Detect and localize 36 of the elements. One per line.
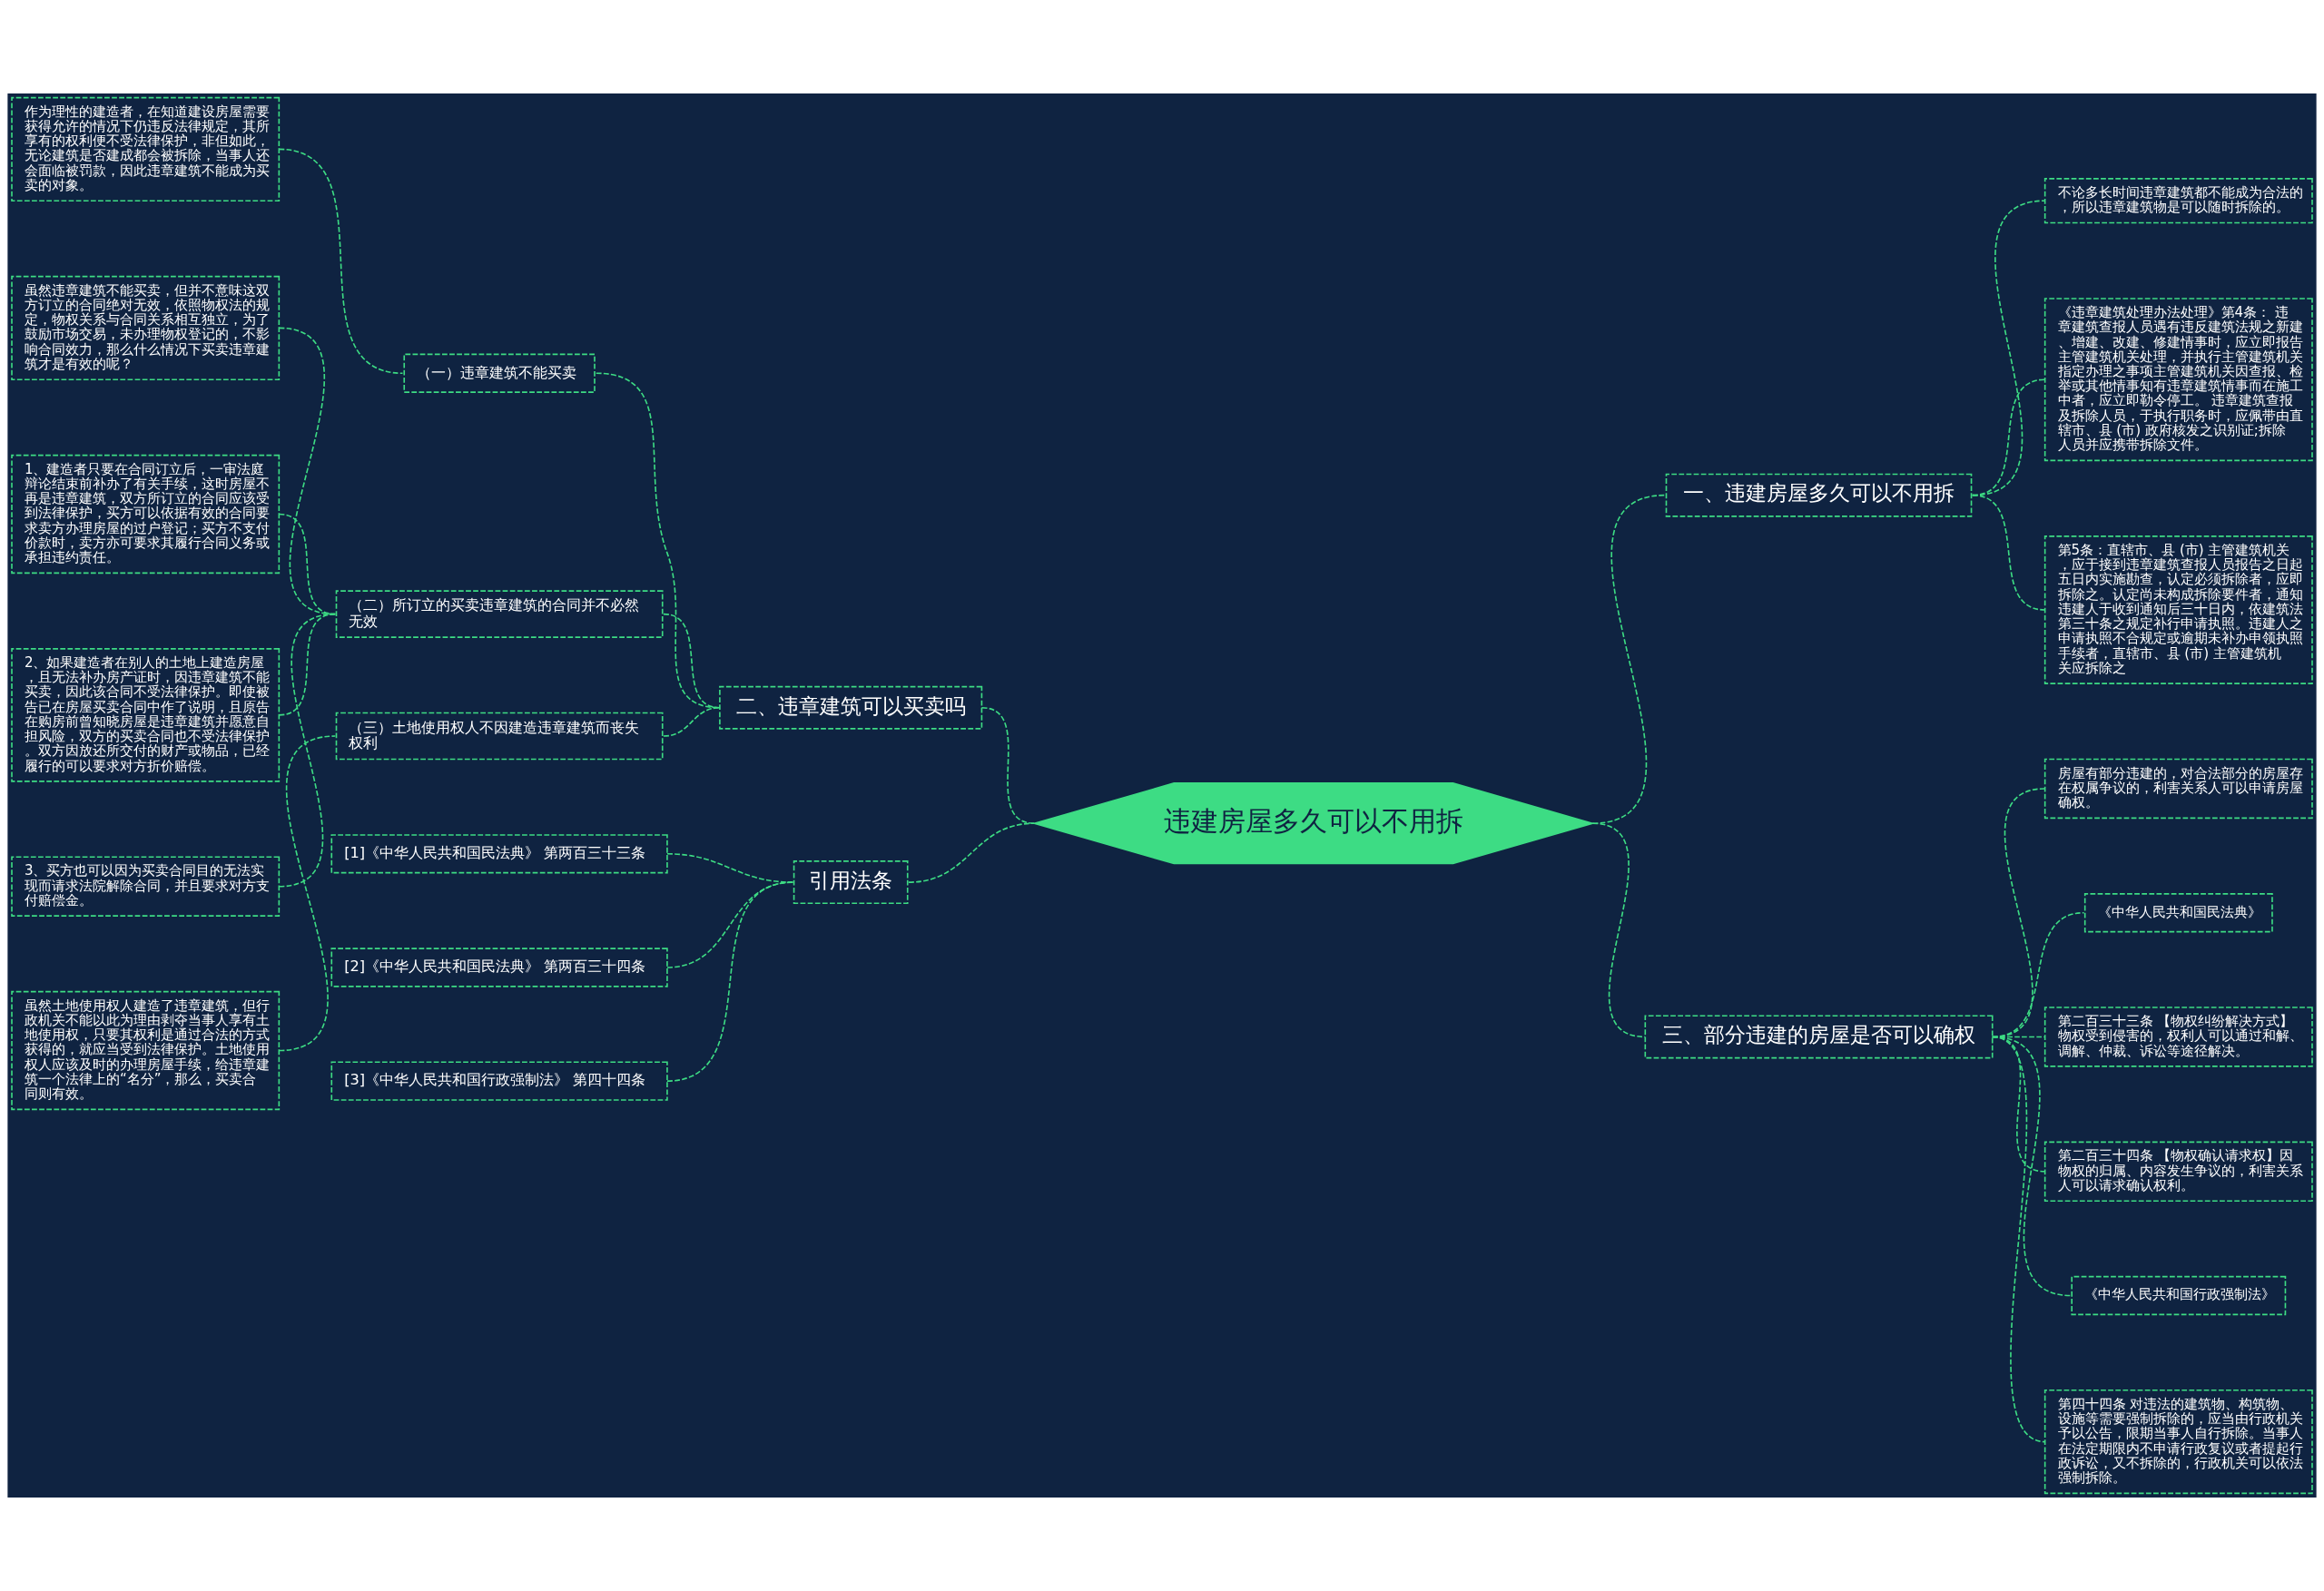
node-box: 《违章建筑处理办法处理》第4条： 违章建筑查报人员遇有违反建筑法规之新建、增建、改建、修建情事时，应立即报告主管建筑机关处理，并执行主管建筑机关指定办理之事项主管建筑机关因查报、检举或其他情事知有违章建筑情事而在施工中者，应立即勒令停工。 违章建筑查报及拆除人员，于执行职务时，应佩带由直辖市、县 (市) 政府核发之识别证;拆除人员并应携带拆除文件。 [2043, 298, 2313, 462]
node-box: [2]《中华人民共和国民法典》 第两百三十四条 [330, 948, 668, 987]
node-box: 房屋有部分违建的，对合法部分的房屋存在权属争议的，利害关系人可以申请房屋确权。 [2043, 758, 2313, 820]
node-box: 一、违建房屋多久可以不用拆 [1665, 473, 1973, 517]
node-box: 第二百三十四条 【物权确认请求权】因物权的归属、内容发生争议的，利害关系人可以请求确认权利。 [2043, 1141, 2313, 1203]
connector [1591, 822, 1647, 1038]
node-box: 2、如果建造者在别人的土地上建造房屋，且无法补办房产证时，因违章建筑不能买卖，因此该合同不受法律保护。即使被告已在房屋买卖合同中作了说明，且原告在购房前曾知晓房屋是违章建筑并愿意自担风险，双方的买卖合同也不受法律保护。双方因放还所交付的财产或物品，已经履行的可以要求对方折价赔偿。 [11, 648, 281, 782]
connector [278, 148, 404, 375]
node-box: 三、部分违建的房屋是否可以确权 [1644, 1015, 1994, 1059]
connector [663, 613, 721, 709]
connector [278, 613, 337, 888]
node-box: 引用法条 [793, 860, 909, 905]
node-box: （二）所订立的买卖违章建筑的合同并不必然无效 [335, 590, 664, 638]
node-box: [3]《中华人民共和国行政强制法》 第四十四条 [330, 1061, 668, 1101]
node-box: 二、违章建筑可以买卖吗 [719, 685, 983, 730]
node-box: （一）违章建筑不能买卖 [403, 353, 596, 393]
node-box: 不论多长时间违章建筑都不能成为合法的，所以违章建筑物是可以随时拆除的。 [2043, 178, 2313, 224]
node-box: [1]《中华人民共和国民法典》 第两百三十三条 [330, 834, 668, 874]
connector [908, 822, 1036, 883]
node-box: 第四十四条 对违法的建筑物、构筑物、设施等需要强制拆除的，应当由行政机关予以公告，限期当事人自行拆除。当事人在法定期限内不申请行政复议或者提起行政诉讼，又不拆除的，行政机关可以依法强制拆除。 [2043, 1390, 2313, 1495]
node-box: 《中华人民共和国民法典》 [2083, 893, 2273, 933]
node-box: 作为理性的建造者，在知道建设房屋需要获得允许的情况下仍违反法律规定，其所享有的权利便不受法律保护，非但如此，无论建筑是否建成都会被拆除，当事人还会面临被罚款，因此违章建筑不能成为买卖的对象。 [11, 96, 281, 201]
node-box: 第二百三十三条 【物权纠纷解决方式】物权受到侵害的，权利人可以通过和解、调解、仲裁、诉讼等途径解决。 [2043, 1007, 2313, 1067]
node-box: 1、建造者只要在合同订立后，一审法庭辩论结束前补办了有关手续，这时房屋不再是违章建筑，双方所订立的合同应该受到法律保护，买方可以依据有效的合同要求卖方办理房屋的过户登记；买方不支付价款时，卖方亦可要求其履行合同义务或承担违约责任。 [11, 454, 281, 575]
node-box: 3、买方也可以因为买卖合同目的无法实现而请求法院解除合同，并且要求对方支付赔偿金。 [11, 856, 281, 917]
node-box: 虽然违章建筑不能买卖，但并不意味这双方订立的合同绝对无效，依照物权法的规定，物权关系与合同关系相互独立，为了鼓励市场交易，未办理物权登记的，不影响合同效力，那么什么情况下买卖违章建筑才是有效的呢？ [11, 275, 281, 380]
connector [1971, 494, 2046, 611]
node-box: 虽然土地使用权人建造了违章建筑，但行政机关不能以此为理由剥夺当事人享有土地使用权，只要其权利是通过合法的方式获得的，就应当受到法律保护。土地使用权人应该及时的办理房屋手续，给违章建筑一个法律上的“名分”，那么，买卖合同则有效。 [11, 990, 281, 1111]
connector [595, 372, 721, 709]
connector [663, 706, 721, 737]
connector [278, 735, 337, 1052]
node-box: 第5条：直辖市、县 (市) 主管建筑机关，应于接到违章建筑查报人员报告之日起五日内实施勘查，认定必须拆除者，应即拆除之。认定尚未构成拆除要件者，通知违建人于收到通知后三十日内，依建筑法第三十条之规定补行申请执照。违建人之申请执照不合规定或逾期未补办申领执照手续者，直辖市、县 (市) 主管建筑机关应拆除之 [2043, 535, 2313, 684]
connector [666, 881, 794, 1082]
node-box: 《中华人民共和国行政强制法》 [2071, 1275, 2287, 1316]
node-box: （三）土地使用权人不因建造违章建筑而丧失权利 [335, 712, 664, 761]
connector [1991, 1036, 2046, 1443]
